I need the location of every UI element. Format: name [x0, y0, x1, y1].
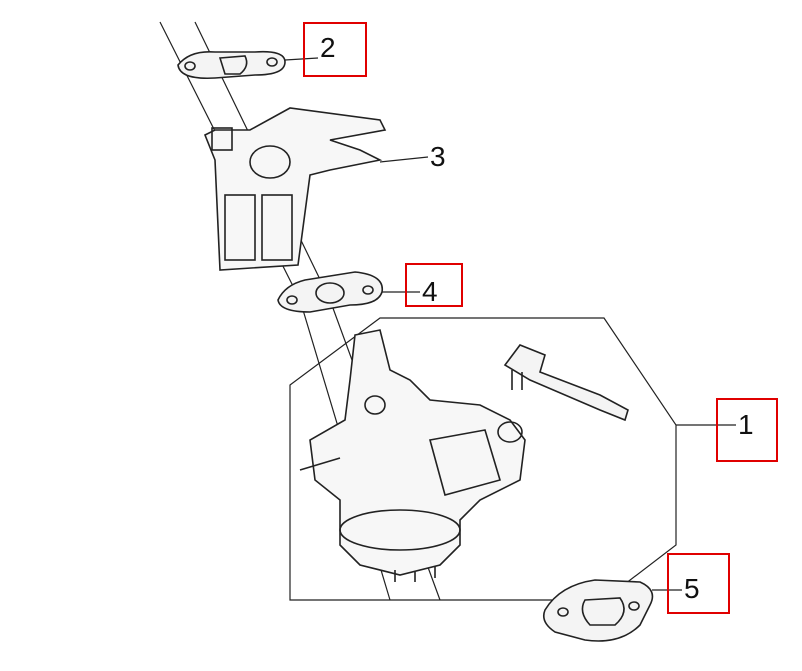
callout-label-1: 1 [738, 409, 754, 440]
leader-line-2 [284, 57, 319, 61]
highlight-box-4 [405, 263, 463, 307]
highlight-box-2 [303, 22, 367, 77]
callout-label-4: 4 [422, 276, 438, 307]
part-2-gasket [177, 50, 286, 80]
choke-lever [503, 344, 629, 422]
part-5-gasket [542, 579, 654, 642]
part-1-group-boundary [289, 317, 677, 601]
callout-label-2: 2 [320, 32, 336, 63]
part-4-gasket [277, 271, 384, 313]
highlight-box-5 [667, 553, 730, 614]
callout-label-3: 3 [430, 141, 446, 172]
callout-label-5: 5 [684, 573, 700, 604]
part-3-insulator [203, 107, 387, 271]
highlight-box-1 [716, 398, 778, 462]
part-1-carburetor [299, 329, 526, 582]
leader-line-3 [379, 156, 429, 163]
